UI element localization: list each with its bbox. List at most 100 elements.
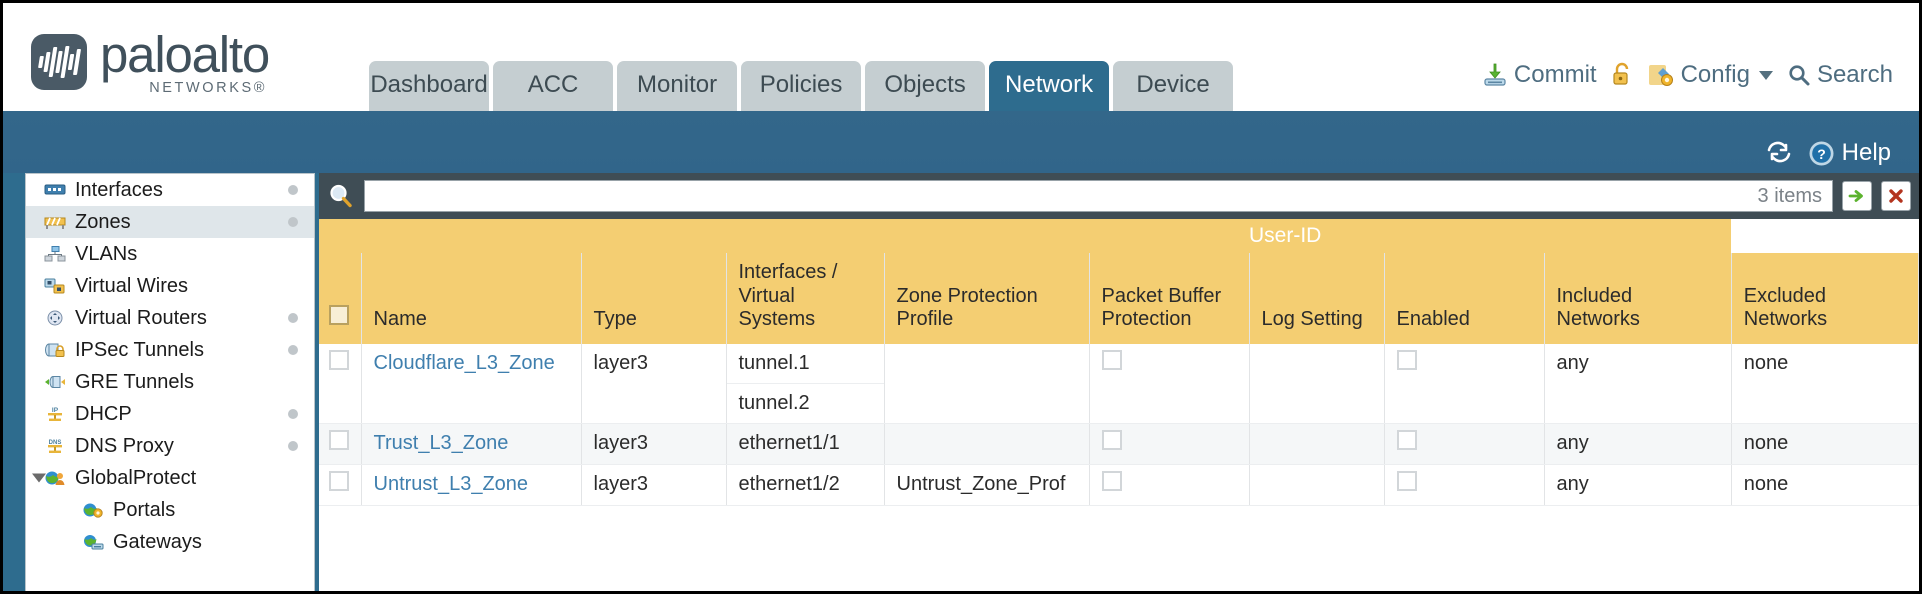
brand-logo: paloalto NETWORKS®: [3, 25, 270, 112]
search-magnifier-icon[interactable]: [327, 182, 355, 210]
sidebar-item-dns-proxy[interactable]: DNS DNS Proxy: [26, 430, 314, 462]
search-input[interactable]: 3 items: [364, 180, 1833, 212]
help-question-icon: ?: [1809, 141, 1834, 165]
tab-network[interactable]: Network: [989, 61, 1110, 111]
packet-buffer-protection-checkbox[interactable]: [1101, 349, 1122, 370]
row-select-cell[interactable]: [319, 464, 362, 506]
cell-packet-buffer-protection[interactable]: [1089, 464, 1250, 506]
green-arrow-apply-icon: [1848, 190, 1863, 202]
commit-button[interactable]: Commit: [1482, 61, 1597, 89]
lock-button[interactable]: [1611, 62, 1633, 88]
row-select-checkbox[interactable]: [329, 470, 349, 491]
config-dropdown[interactable]: Config: [1647, 61, 1773, 89]
search-button[interactable]: Search: [1787, 61, 1893, 89]
tab-acc[interactable]: ACC: [493, 61, 614, 111]
column-header-name[interactable]: Name: [361, 253, 582, 344]
clear-filter-button[interactable]: [1881, 181, 1911, 211]
column-header-type[interactable]: Type: [581, 253, 727, 344]
apply-filter-button[interactable]: [1842, 181, 1872, 211]
sidebar-item-interfaces[interactable]: Interfaces: [26, 174, 314, 206]
sidebar-item-ipsec-tunnels[interactable]: IPSec Tunnels: [26, 334, 314, 366]
cell-name[interactable]: Untrust_L3_Zone: [361, 464, 582, 506]
sidebar-item-gateways[interactable]: Gateways: [26, 526, 314, 558]
help-label: Help: [1841, 139, 1891, 166]
brand-name: paloalto: [100, 25, 270, 83]
row-select-cell[interactable]: [319, 343, 362, 424]
column-header-zone-protection-profile[interactable]: Zone Protection Profile: [884, 253, 1090, 344]
sidebar-item-dhcp[interactable]: IP DHCP: [26, 398, 314, 430]
select-all-checkbox[interactable]: [329, 305, 349, 326]
user-id-enabled-checkbox[interactable]: [1396, 349, 1417, 370]
zone-name-link[interactable]: Untrust_L3_Zone: [373, 472, 529, 495]
column-header-log-setting[interactable]: Log Setting: [1249, 253, 1385, 344]
user-id-enabled-checkbox[interactable]: [1396, 429, 1417, 450]
column-header-included-networks[interactable]: Included Networks: [1544, 253, 1732, 344]
zones-icon: [44, 213, 66, 231]
navigation-sidebar: Interfaces Zones VLANs Vir: [25, 173, 315, 591]
sidebar-item-label: VLANs: [75, 242, 138, 265]
sidebar-item-label: Gateways: [113, 530, 202, 553]
table-row[interactable]: Cloudflare_L3_Zone layer3 tunnel.1 tunne…: [319, 343, 1919, 424]
help-button[interactable]: ? Help: [1808, 139, 1891, 167]
packet-buffer-protection-checkbox[interactable]: [1101, 470, 1122, 491]
cell-enabled[interactable]: [1384, 343, 1545, 424]
sidebar-item-portals[interactable]: Portals: [26, 494, 314, 526]
refresh-icon[interactable]: [1764, 137, 1794, 167]
tab-dashboard[interactable]: Dashboard: [369, 61, 490, 111]
sidebar-item-globalprotect[interactable]: GlobalProtect: [26, 462, 314, 494]
zone-name-link[interactable]: Trust_L3_Zone: [373, 431, 509, 454]
column-header-enabled[interactable]: Enabled: [1384, 253, 1545, 344]
cell-interfaces: tunnel.1 tunnel.2: [726, 343, 885, 424]
cell-type: layer3: [581, 423, 727, 465]
table-group-header-row: User-ID: [319, 219, 1919, 253]
table-row[interactable]: Untrust_L3_Zone layer3 ethernet1/2 Untru…: [319, 464, 1919, 506]
cell-enabled[interactable]: [1384, 464, 1545, 506]
cell-packet-buffer-protection[interactable]: [1089, 423, 1250, 465]
cell-zone-protection-profile: [884, 423, 1090, 465]
tab-objects[interactable]: Objects: [865, 61, 986, 111]
cell-log-setting: [1249, 343, 1385, 424]
sidebar-item-gre-tunnels[interactable]: GRE Tunnels: [26, 366, 314, 398]
status-dot: [288, 409, 298, 419]
row-select-checkbox[interactable]: [329, 429, 349, 450]
expander-triangle-icon[interactable]: [32, 473, 46, 483]
sidebar-item-vlans[interactable]: VLANs: [26, 238, 314, 270]
row-select-checkbox[interactable]: [329, 349, 349, 370]
column-header-excluded-networks[interactable]: Excluded Networks: [1731, 253, 1919, 344]
main-tabs: Dashboard ACC Monitor Policies Objects N…: [369, 3, 1234, 111]
sidebar-item-virtual-wires[interactable]: Virtual Wires: [26, 270, 314, 302]
cell-name[interactable]: Cloudflare_L3_Zone: [361, 343, 582, 424]
sidebar-item-label: Virtual Wires: [75, 274, 188, 297]
zones-table: User-ID Name Type Interfaces / Virtual S…: [319, 219, 1919, 506]
svg-text:IP: IP: [52, 407, 59, 414]
cell-enabled[interactable]: [1384, 423, 1545, 465]
sidebar-item-label: Virtual Routers: [75, 306, 207, 329]
cell-name[interactable]: Trust_L3_Zone: [361, 423, 582, 465]
interface-entry: tunnel.2: [738, 391, 810, 414]
sidebar-item-label: Portals: [113, 498, 176, 521]
cell-interfaces: ethernet1/1: [726, 423, 885, 465]
select-all-header[interactable]: [319, 253, 362, 344]
main-panel: 3 items: [319, 173, 1919, 591]
user-id-enabled-checkbox[interactable]: [1396, 470, 1417, 491]
svg-text:?: ?: [1817, 146, 1826, 162]
cell-included-networks: any: [1544, 464, 1732, 506]
interfaces-icon: [44, 181, 66, 199]
sidebar-item-virtual-routers[interactable]: Virtual Routers: [26, 302, 314, 334]
row-select-cell[interactable]: [319, 423, 362, 465]
cell-interfaces: ethernet1/2: [726, 464, 885, 506]
commit-save-icon: [1484, 63, 1506, 86]
tab-device[interactable]: Device: [1113, 61, 1234, 111]
packet-buffer-protection-checkbox[interactable]: [1101, 429, 1122, 450]
secondary-blue-band: ? Help: [3, 111, 1919, 173]
tab-monitor[interactable]: Monitor: [617, 61, 738, 111]
cell-packet-buffer-protection[interactable]: [1089, 343, 1250, 424]
tab-policies[interactable]: Policies: [741, 61, 862, 111]
column-header-packet-buffer-protection[interactable]: Packet Buffer Protection: [1089, 253, 1250, 344]
table-row[interactable]: Trust_L3_Zone layer3 ethernet1/1: [319, 423, 1919, 465]
column-header-interfaces[interactable]: Interfaces / Virtual Systems: [726, 253, 885, 344]
zone-name-link[interactable]: Cloudflare_L3_Zone: [373, 351, 555, 374]
ipsec-tunnels-icon: [44, 341, 66, 359]
sidebar-item-zones[interactable]: Zones: [26, 206, 314, 238]
